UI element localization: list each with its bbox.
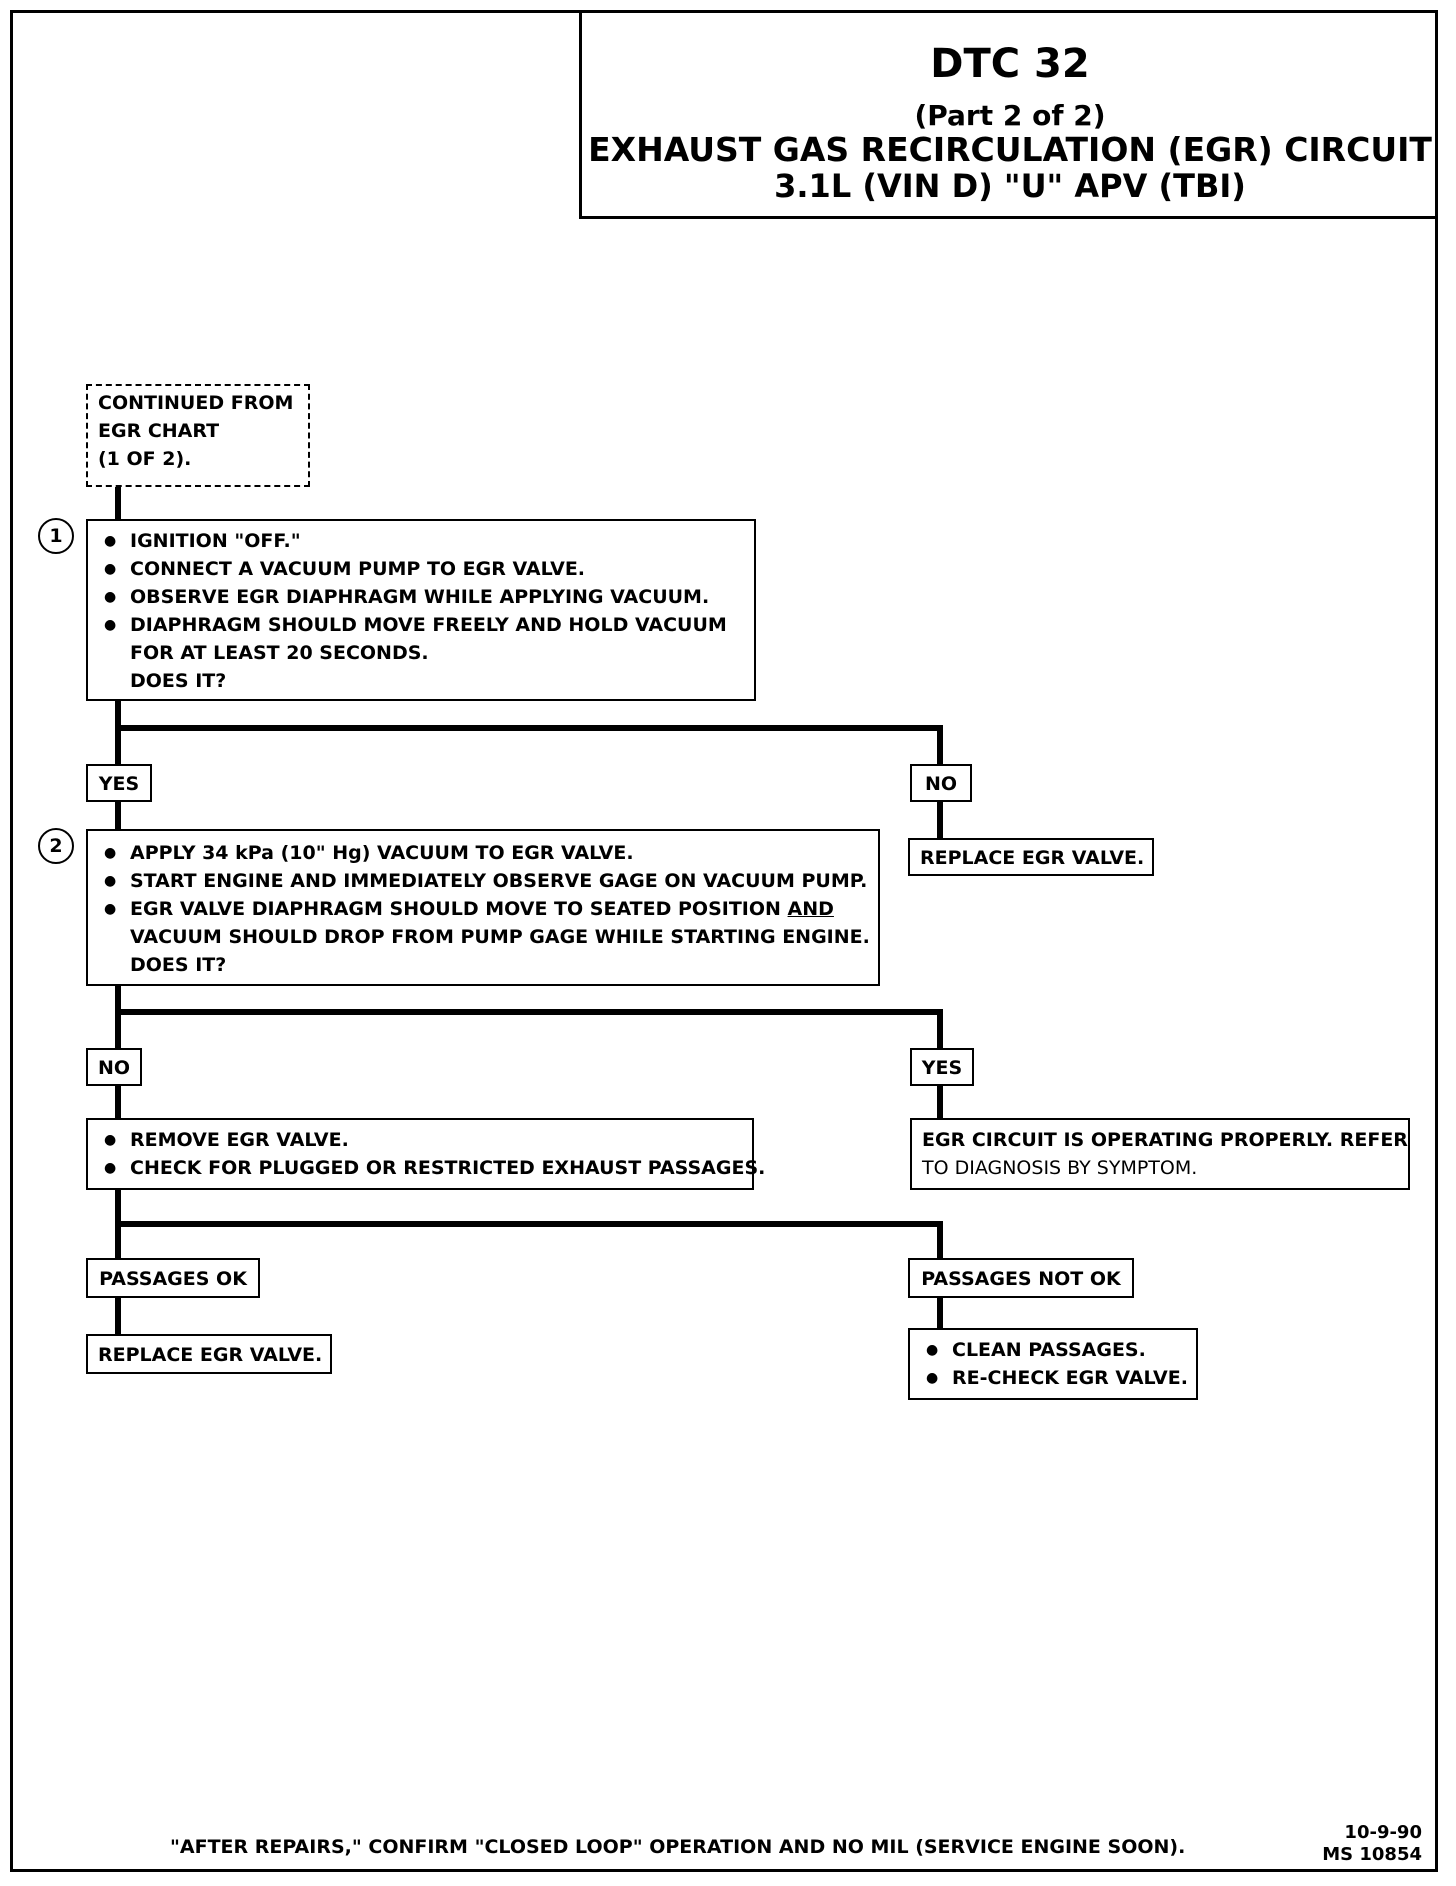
start-continued-box: CONTINUED FROM EGR CHART (1 OF 2). (86, 384, 310, 487)
replace-egr-valve-box: REPLACE EGR VALVE. (908, 838, 1154, 876)
step1-bullet: OBSERVE EGR DIAPHRAGM WHILE APPLYING VAC… (98, 583, 744, 611)
remove-egr-valve-box: REMOVE EGR VALVE. CHECK FOR PLUGGED OR R… (86, 1118, 765, 1190)
passages-ok-label: PASSAGES OK (86, 1258, 260, 1298)
start-line: EGR CHART (98, 420, 220, 442)
step1-box: IGNITION "OFF." CONNECT A VACUUM PUMP TO… (86, 519, 756, 701)
connector-step2-yes (118, 1009, 943, 1052)
footer-code: MS 10854 (1322, 1844, 1422, 1865)
footer-date: 10-9-90 (1344, 1822, 1422, 1843)
footer-note: "AFTER REPAIRS," CONFIRM "CLOSED LOOP" O… (170, 1836, 1186, 1858)
step2-question: DOES IT? (130, 954, 227, 976)
step2-no-label: NO (86, 1048, 142, 1086)
step2-bullet-emphasis: AND (787, 898, 834, 920)
step2-bullet: START ENGINE AND IMMEDIATELY OBSERVE GAG… (98, 867, 868, 895)
step-number-1: 1 (38, 518, 74, 554)
connector-remove-notok (118, 1221, 943, 1260)
title-block: DTC 32 (Part 2 of 2) EXHAUST GAS RECIRCU… (579, 10, 1438, 219)
step1-no-label: NO (910, 764, 972, 802)
step2-yes-label: YES (910, 1048, 974, 1086)
egr-operating-properly-box: EGR CIRCUIT IS OPERATING PROPERLY. REFER… (910, 1118, 1410, 1190)
passages-not-ok-label: PASSAGES NOT OK (908, 1258, 1134, 1298)
remove-bullet: CHECK FOR PLUGGED OR RESTRICTED EXHAUST … (98, 1154, 765, 1182)
step1-continuation: FOR AT LEAST 20 SECONDS. (130, 642, 429, 664)
clean-bullet: RE-CHECK EGR VALVE. (920, 1364, 1188, 1392)
step-number-2: 2 (38, 828, 74, 864)
step1-yes-label: YES (86, 764, 152, 802)
clean-passages-box: CLEAN PASSAGES. RE-CHECK EGR VALVE. (908, 1328, 1198, 1400)
step2-box: APPLY 34 kPa (10" Hg) VACUUM TO EGR VALV… (86, 829, 880, 986)
chart-title: DTC 32 (930, 41, 1090, 87)
chart-part: (Part 2 of 2) (914, 99, 1106, 132)
clean-bullet: CLEAN PASSAGES. (920, 1336, 1186, 1364)
footer-reference: 10-9-90 MS 10854 (1322, 1822, 1422, 1866)
chart-engine: 3.1L (VIN D) "U" APV (TBI) (774, 167, 1246, 205)
start-line: CONTINUED FROM (98, 392, 294, 414)
remove-bullet: REMOVE EGR VALVE. (98, 1126, 742, 1154)
page-frame (10, 10, 1438, 1872)
step1-bullet: DIAPHRAGM SHOULD MOVE FREELY AND HOLD VA… (98, 611, 744, 639)
start-line: (1 OF 2). (98, 448, 192, 470)
chart-subtitle: EXHAUST GAS RECIRCULATION (EGR) CIRCUIT (588, 130, 1432, 169)
step2-continuation: VACUUM SHOULD DROP FROM PUMP GAGE WHILE … (130, 926, 870, 948)
step2-bullet: APPLY 34 kPa (10" Hg) VACUUM TO EGR VALV… (98, 839, 868, 867)
step2-bullet-text: EGR VALVE DIAPHRAGM SHOULD MOVE TO SEATE… (130, 898, 788, 920)
step1-bullet: CONNECT A VACUUM PUMP TO EGR VALVE. (98, 555, 744, 583)
proper-line: TO DIAGNOSIS BY SYMPTOM. (922, 1157, 1198, 1179)
proper-line: EGR CIRCUIT IS OPERATING PROPERLY. REFER (922, 1129, 1408, 1151)
step1-question: DOES IT? (130, 670, 227, 692)
step1-bullet: IGNITION "OFF." (98, 527, 744, 555)
connector-step1-no (118, 725, 943, 768)
replace-egr-valve-final-box: REPLACE EGR VALVE. (86, 1334, 332, 1374)
step2-bullet: EGR VALVE DIAPHRAGM SHOULD MOVE TO SEATE… (98, 895, 868, 923)
